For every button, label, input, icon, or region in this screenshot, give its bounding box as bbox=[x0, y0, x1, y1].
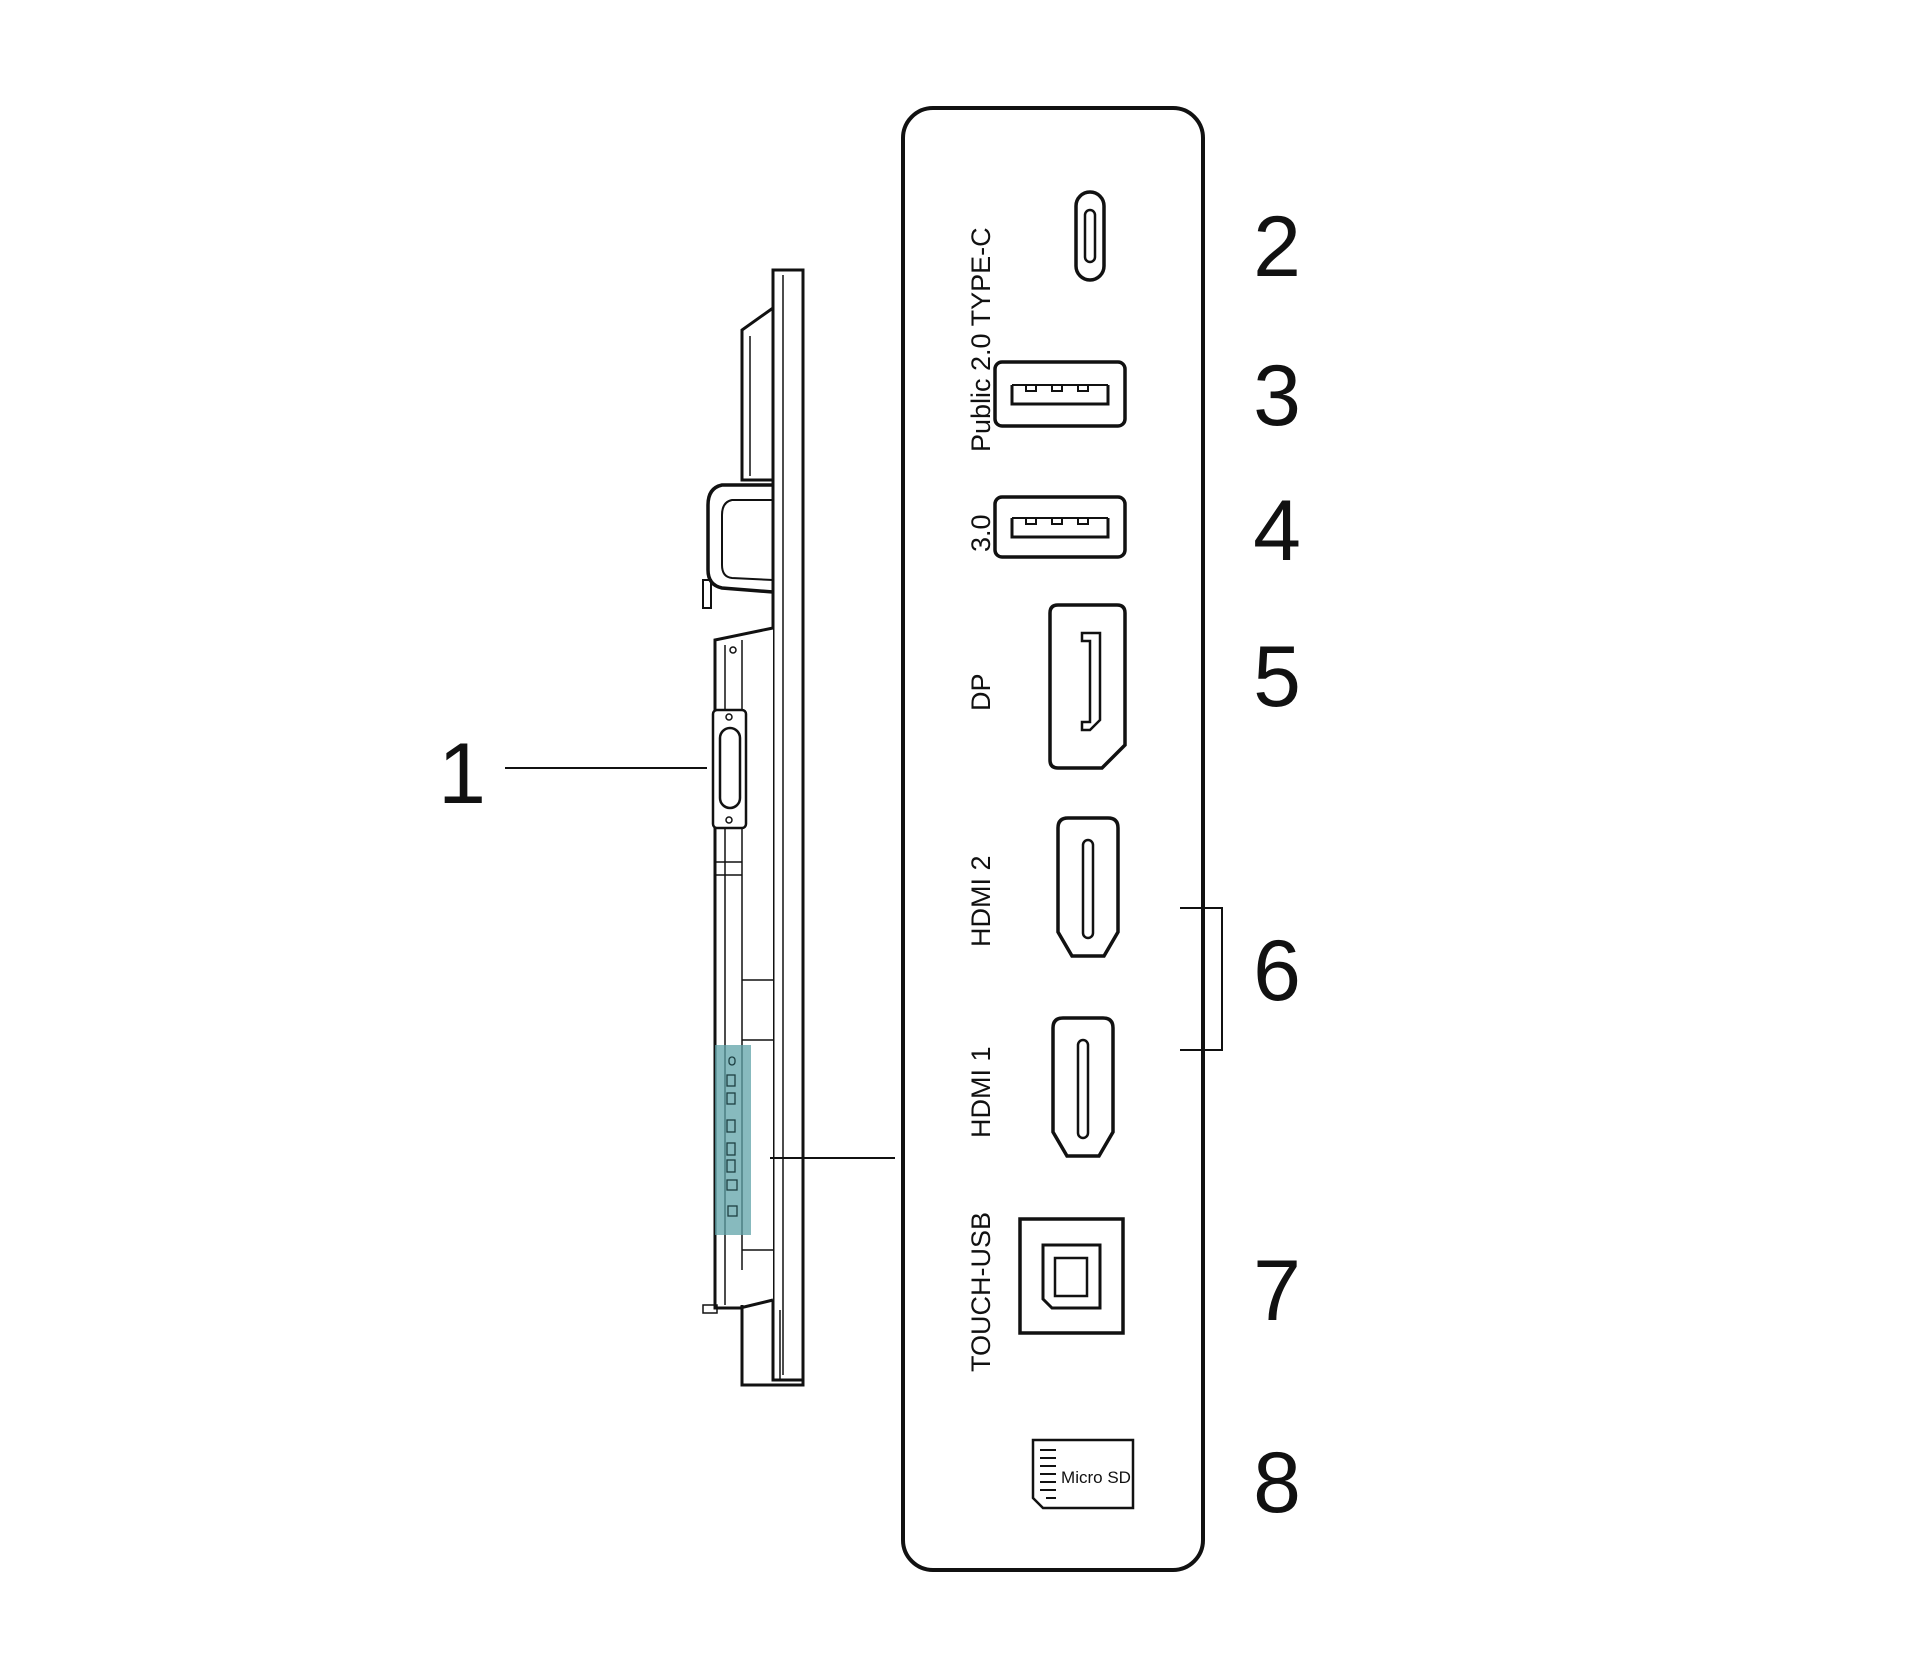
port-panel bbox=[901, 106, 1205, 1572]
hdmi-1-port-icon bbox=[1051, 1016, 1115, 1158]
hdmi-2-port-icon bbox=[1056, 816, 1120, 958]
label-hdmi-2: HDMI 2 bbox=[966, 855, 996, 947]
callout-numbers: 2 3 4 5 6 7 8 bbox=[1253, 199, 1301, 1531]
hdmi-bracket bbox=[1180, 907, 1223, 1051]
callout-1: 1 bbox=[438, 726, 486, 822]
micro-sd-slot-icon bbox=[1031, 1438, 1135, 1510]
micro-sd-label: Micro SD bbox=[1061, 1468, 1131, 1487]
label-public-usb-type-c: Public 2.0 TYPE-C bbox=[966, 227, 996, 452]
displayport-port-icon bbox=[1048, 603, 1127, 770]
label-touch-usb: TOUCH-USB bbox=[966, 1212, 996, 1372]
highlight-box bbox=[715, 1045, 751, 1235]
usb-a-3-port-icon bbox=[993, 495, 1127, 559]
callout-6: 6 bbox=[1253, 923, 1301, 1019]
callout-3: 3 bbox=[1253, 348, 1301, 444]
port-strip-highlight bbox=[715, 1045, 751, 1235]
callout-2: 2 bbox=[1253, 199, 1301, 295]
callout-5: 5 bbox=[1253, 629, 1301, 725]
label-dp: DP bbox=[966, 673, 996, 711]
usb-type-c-port-icon bbox=[1074, 190, 1106, 282]
label-hdmi-1: HDMI 1 bbox=[966, 1046, 996, 1138]
usb-a-2-port-icon bbox=[993, 360, 1127, 428]
callout-8: 8 bbox=[1253, 1435, 1301, 1531]
usb-b-touch-port-icon bbox=[1018, 1217, 1125, 1335]
callout-7: 7 bbox=[1253, 1243, 1301, 1339]
callout-4: 4 bbox=[1253, 483, 1301, 579]
label-usb-3: 3.0 bbox=[966, 514, 996, 552]
